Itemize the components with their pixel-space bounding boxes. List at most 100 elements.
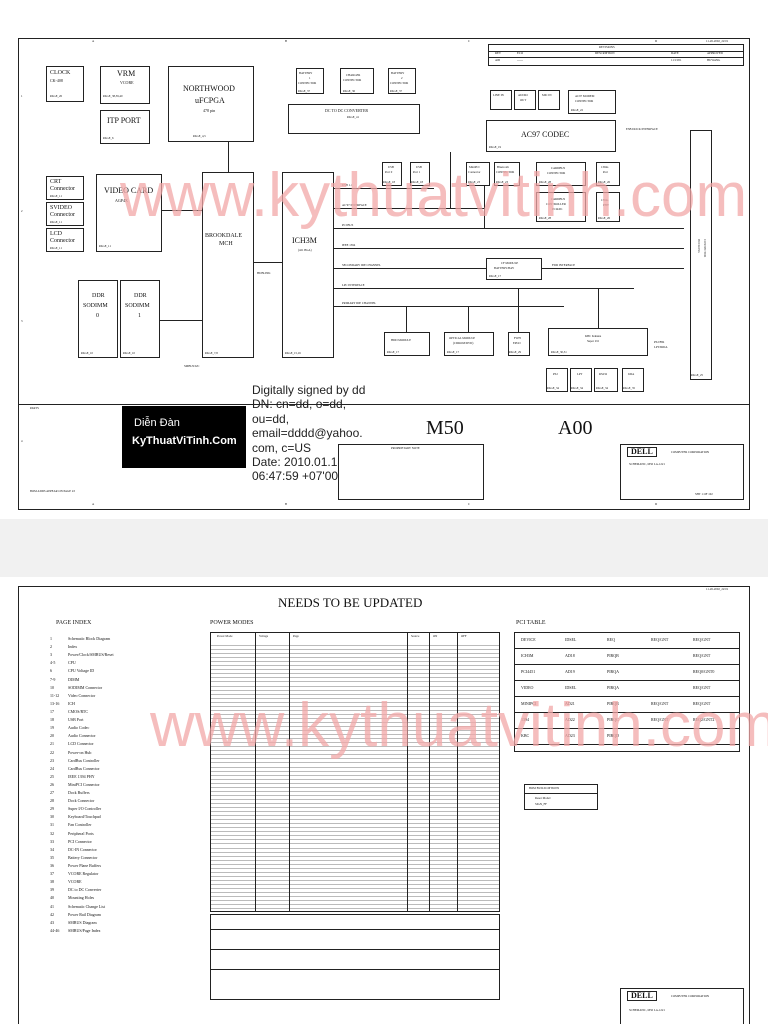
forum-logo-brand: Diễn Đàn xyxy=(134,417,180,429)
phy1394-title: 1394a xyxy=(601,198,609,202)
crt-page: PAGE_11 xyxy=(50,194,62,198)
crt-title-2: Connector xyxy=(50,186,75,192)
mch-block: BROOKDALE MCH PAGE_7,8 xyxy=(202,172,254,358)
power-table-row xyxy=(211,827,499,833)
kbc-title-2: Super I/O xyxy=(587,339,599,343)
page-index-title: PAGE INDEX xyxy=(56,620,92,626)
bus-pci-label: PCI BUS xyxy=(342,223,354,227)
primary-ide-drop-opt xyxy=(468,306,469,332)
phy1394-page: PAGE_26 xyxy=(598,216,611,220)
power-table-row xyxy=(211,819,499,825)
usb1-page: PAGE_18 xyxy=(411,180,424,184)
bus-pci-riser xyxy=(484,186,485,228)
index-item: Dock Buffers xyxy=(68,790,90,796)
index-page-number: 3 xyxy=(50,652,52,658)
index-page-number: 19 xyxy=(50,725,54,731)
index-item: DC-IN Connector xyxy=(68,846,97,852)
pci-cell: MINIPCI xyxy=(521,701,537,706)
battery1-title: BATTERY xyxy=(299,71,313,75)
pci-row-rule xyxy=(515,664,739,665)
power-col-source: Source xyxy=(411,634,420,638)
modem-page: PAGE_22 xyxy=(571,108,584,112)
power-table-row xyxy=(211,754,499,760)
linein-title: LINE IN xyxy=(493,93,504,97)
bluetooth-page: PAGE_23 xyxy=(496,180,509,184)
schematic-title: SCHEMATIC, M50 LA-1221 xyxy=(629,462,665,466)
index-item: Dock Connector xyxy=(68,798,95,804)
ps2-lpt-label: PS2/FIR xyxy=(654,340,665,344)
power-table-row xyxy=(211,771,499,776)
pci-cell: PIRQD xyxy=(607,733,620,738)
index-page-number: 33 xyxy=(50,838,54,844)
vrm-block: VRM VCORE PAGE_38,39,40 xyxy=(100,66,150,104)
pci-row-rule xyxy=(515,728,739,729)
power-table-row xyxy=(211,872,499,877)
minipci-title-2: Connector xyxy=(468,170,481,174)
fwh-title: FWH xyxy=(514,336,521,340)
video-card-sub: AGP4X xyxy=(115,198,128,203)
power-table-row xyxy=(211,742,499,748)
primary-ide-drop-hdd xyxy=(406,306,407,332)
proprietary-note-box: PROPRIETARY NOTE xyxy=(338,444,484,500)
power-table-row xyxy=(211,799,499,804)
power-table-row xyxy=(211,730,499,736)
revisions-header: REVISIONS xyxy=(599,45,615,49)
power-table-row xyxy=(211,677,499,683)
charger-title: CHARGER xyxy=(346,73,361,77)
linein-block: LINE IN xyxy=(490,90,512,110)
index-page-number: 1 xyxy=(50,636,52,641)
itp-page: PAGE_6 xyxy=(103,136,114,140)
index-page-number: 35 xyxy=(50,854,54,860)
sheet-1-corner-date: 11-26-2002_22:01 xyxy=(706,39,729,43)
ac97-codec-title: AC97 CODEC xyxy=(521,130,570,139)
index-page-number: 13-16 xyxy=(50,700,60,706)
index-item: VCORE xyxy=(68,879,82,885)
dell-logo: DELL xyxy=(627,447,657,458)
bus-lpc-line xyxy=(334,288,634,289)
lcd-block: LCD Connector PAGE_11 xyxy=(46,228,84,252)
power-table-row xyxy=(211,880,499,885)
power-modes-table: Power Mode Voltage Page Source ON OFF xyxy=(210,632,500,912)
power-col-on: ON xyxy=(433,634,438,638)
bottom-col-c: C xyxy=(468,502,471,506)
cardbus-connector-title: CARDBUS xyxy=(551,166,566,170)
smbus-label: SMBUS/I2C xyxy=(184,364,200,368)
index-item: DC to DC Converter xyxy=(68,887,102,893)
power-table-row xyxy=(211,783,499,788)
sheet-2-border xyxy=(18,586,750,1024)
pci-row-rule xyxy=(515,744,739,745)
pci-cell: REQ/GNT xyxy=(651,717,669,722)
battery2-title-2: 2 xyxy=(401,76,403,80)
cardbus-connector-title-2: CONNECTOR xyxy=(547,171,566,175)
power-table-row xyxy=(211,896,499,902)
northwood-page: PAGE_4,5 xyxy=(193,134,206,138)
pci-cell: REQ0/GNT0 xyxy=(693,669,715,674)
lpt-title: LPT xyxy=(577,372,583,376)
cardbus-controller-title-3: PCI4451 xyxy=(552,207,563,211)
video-card-page: PAGE_11 xyxy=(99,244,111,248)
ich3m-block: ICH3M (421 BGA) PAGE_15,16 xyxy=(282,172,334,358)
ddr-mch-link xyxy=(160,320,202,321)
cardbus-connector-page: PAGE_28 xyxy=(539,180,552,184)
rev-line-2 xyxy=(489,57,743,58)
bus-usb-line xyxy=(334,188,434,189)
bus-codec-riser xyxy=(450,152,451,208)
audioout-title: AUDIO xyxy=(518,93,528,97)
pci-cell: AD22 xyxy=(565,717,575,722)
index-item: Power Plane Buffers xyxy=(68,863,102,869)
row-label-1: 1 xyxy=(21,94,23,98)
battery2-title-3: CONNECTOR xyxy=(390,81,409,85)
optical-module-page: PAGE_17 xyxy=(447,350,460,354)
cf-module-block: CF MODULE BATTERY/BAY PAGE_17 xyxy=(486,258,542,280)
clock-page: PAGE_26 xyxy=(50,94,63,98)
power-table-row xyxy=(211,746,499,752)
power-table-row xyxy=(211,669,499,675)
signature-line-1: Digitally signed by dd xyxy=(252,383,366,397)
micin-title: MIC IN xyxy=(542,93,552,97)
title-block-top-rule xyxy=(18,404,750,405)
ich3m-title: ICH3M xyxy=(292,236,317,245)
signature-line-6: Date: 2010.01.13 xyxy=(252,454,345,469)
kbc-page: PAGE_30,31 xyxy=(551,350,567,354)
